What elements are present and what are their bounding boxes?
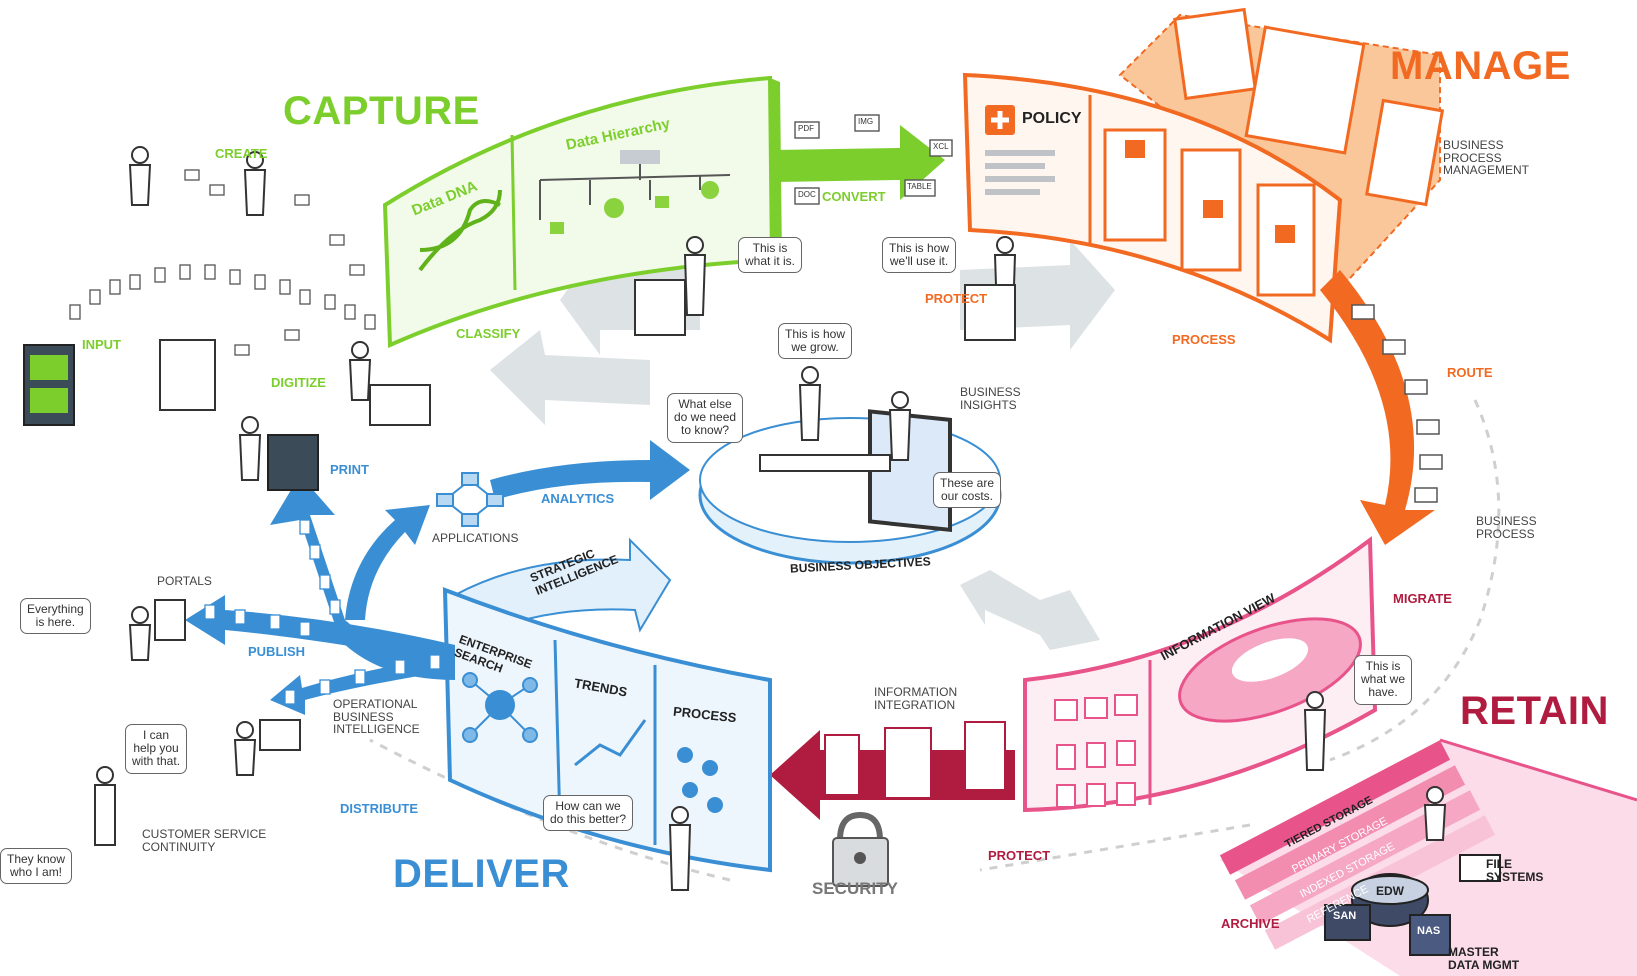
- label-convert: CONVERT: [822, 189, 886, 204]
- stage-title-capture: CAPTURE: [283, 89, 480, 133]
- bubble-what-else: What else do we need to know?: [667, 393, 744, 443]
- label-nas: NAS: [1417, 925, 1441, 937]
- label-publish: PUBLISH: [248, 644, 306, 659]
- deliver-panel-face: [442, 587, 772, 873]
- process-dots-icon: [677, 747, 723, 813]
- file-tag-table: TABLE: [907, 182, 932, 191]
- applications-icon: [436, 472, 504, 527]
- scattered-documents: [69, 169, 376, 356]
- label-print: PRINT: [330, 462, 369, 477]
- bubble-do-better: How can we do this better?: [543, 795, 634, 832]
- label-protect-retain: PROTECT: [988, 848, 1051, 863]
- security-lock-icon: [832, 811, 889, 887]
- dashed-route-right: [1329, 399, 1501, 762]
- label-security: SECURITY: [812, 879, 898, 898]
- label-digitize: DIGITIZE: [271, 375, 326, 390]
- business-objectives-platform: [698, 409, 1002, 565]
- file-tag-img: IMG: [858, 117, 874, 126]
- label-business-process: BUSINESS PROCESS: [1476, 514, 1537, 541]
- label-portals: PORTALS: [157, 574, 212, 588]
- label-customer-service: CUSTOMER SERVICE CONTINUITY: [142, 827, 267, 854]
- analytics-arrow: [490, 440, 690, 500]
- label-archive: ARCHIVE: [1221, 916, 1280, 931]
- retain-panel: [1023, 536, 1378, 813]
- label-distribute: DISTRIBUTE: [340, 801, 418, 816]
- stage-title-manage: MANAGE: [1390, 44, 1571, 88]
- route-drums: [1351, 304, 1443, 503]
- file-tag-doc: DOC: [798, 190, 816, 199]
- stage-title-deliver: DELIVER: [393, 852, 570, 896]
- delivery-tree: [185, 440, 690, 715]
- label-san: SAN: [1333, 910, 1357, 922]
- label-business-insights: BUSINESS INSIGHTS: [960, 385, 1021, 412]
- people-figures: [94, 146, 1447, 891]
- bubble-what-it-is: This is what it is.: [738, 237, 803, 274]
- data-hierarchy-icon: [539, 150, 731, 220]
- bubble-know-who: They know who I am!: [0, 848, 73, 885]
- label-input: INPUT: [82, 337, 121, 352]
- delivery-documents: [204, 519, 441, 705]
- bubble-how-we-use: This is how we'll use it.: [882, 237, 957, 274]
- capture-panel: [382, 75, 782, 349]
- label-applications: APPLICATIONS: [432, 531, 519, 545]
- label-master-data: MASTER DATA MGMT: [1448, 945, 1520, 972]
- grey-arrow-back: [490, 330, 650, 425]
- label-edw: EDW: [1376, 884, 1404, 898]
- label-process-manage: PROCESS: [1172, 332, 1236, 347]
- file-tag-xcl: XCL: [933, 142, 949, 151]
- bubble-costs: These are our costs.: [933, 472, 1002, 509]
- label-analytics: ANALYTICS: [541, 491, 615, 506]
- file-icons-convert: [794, 114, 953, 205]
- bubble-everything-here: Everything is here.: [20, 598, 91, 635]
- file-tag-pdf: PDF: [798, 124, 814, 133]
- label-migrate: MIGRATE: [1393, 591, 1452, 606]
- bubble-what-we-have: This is what we have.: [1354, 655, 1413, 705]
- printer-icon: [267, 434, 319, 491]
- label-information-integration: INFORMATION INTEGRATION: [874, 685, 958, 712]
- label-route: ROUTE: [1447, 365, 1493, 380]
- label-file-systems: FILE SYSTEMS: [1486, 857, 1544, 884]
- dna-helix-icon: [418, 189, 502, 272]
- route-arrow: [1320, 270, 1435, 545]
- storage-devices: [1324, 854, 1501, 956]
- grey-arrow-center-right: [960, 570, 1100, 650]
- server-rack-icon: [23, 344, 75, 426]
- bubble-how-we-grow: This is how we grow.: [778, 323, 853, 360]
- stage-title-retain: RETAIN: [1460, 689, 1609, 733]
- trends-line-icon: [574, 719, 647, 767]
- label-bpm: BUSINESS PROCESS MANAGEMENT: [1443, 138, 1530, 178]
- workstations: [154, 279, 1016, 751]
- label-classify: CLASSIFY: [456, 326, 521, 341]
- manage-panel: [962, 7, 1445, 344]
- convert-arrow: [775, 125, 945, 200]
- label-operational-bi: OPERATIONAL BUSINESS INTELLIGENCE: [333, 697, 420, 737]
- label-policy: POLICY: [1022, 110, 1082, 127]
- search-network-icon: [462, 672, 538, 743]
- deliver-panel: [442, 537, 772, 873]
- bubble-can-help: I can help you with that.: [125, 724, 188, 774]
- label-protect-manage: PROTECT: [925, 291, 988, 306]
- label-create: CREATE: [215, 146, 268, 161]
